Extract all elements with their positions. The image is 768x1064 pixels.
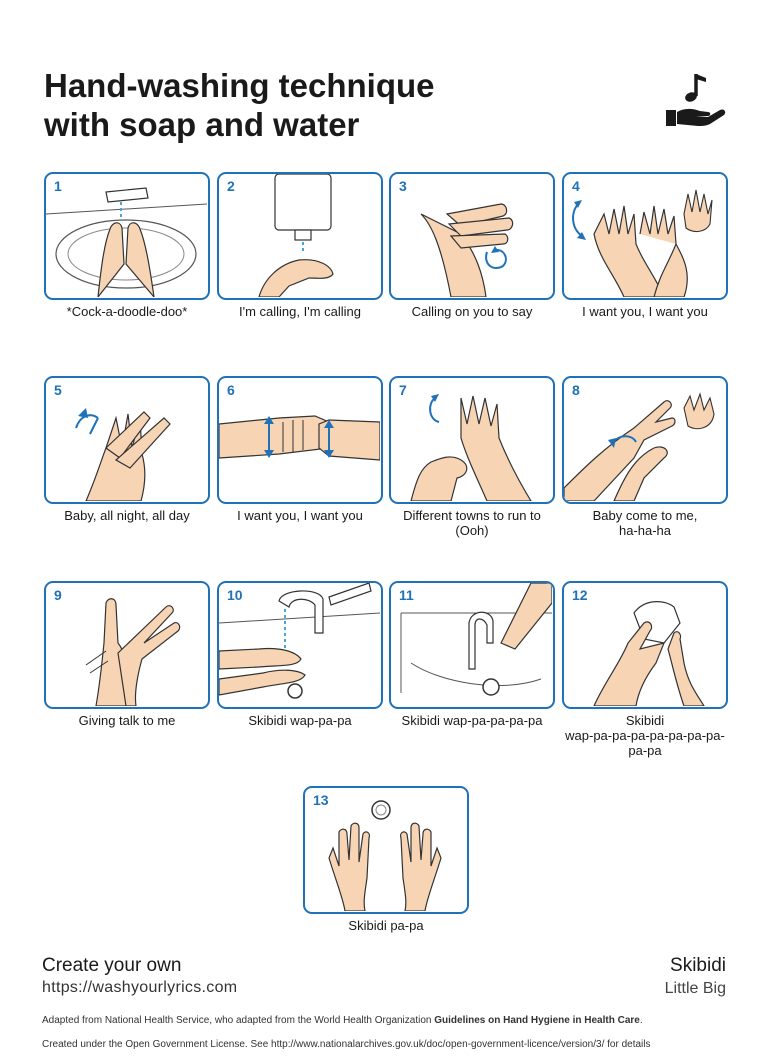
step-number: 11 bbox=[399, 587, 414, 603]
step-caption: Different towns to run to (Ooh) bbox=[403, 508, 541, 538]
interlocked-fingers-illustration bbox=[219, 415, 380, 461]
step-number: 9 bbox=[54, 587, 62, 603]
step-number: 1 bbox=[54, 178, 62, 194]
step-caption: Skibidi wap-pa-pa-pa-pa-pa-pa-pa-pa-pa bbox=[565, 713, 725, 758]
step-caption: Skibidi wap-pa-pa bbox=[248, 713, 352, 728]
rub-thumbs-illustration bbox=[410, 394, 532, 501]
step-number: 6 bbox=[227, 382, 235, 398]
step-caption: Giving talk to me bbox=[78, 713, 176, 728]
step-number: 4 bbox=[572, 178, 580, 194]
step-5: 5 Baby, all night, all day bbox=[44, 376, 210, 523]
step-number: 10 bbox=[227, 587, 243, 603]
step-illustration: 6 bbox=[217, 376, 383, 504]
create-your-own-heading: Create your own bbox=[42, 955, 182, 976]
clean-hands-illustration bbox=[328, 800, 442, 911]
step-caption: *Cock-a-doodle-doo* bbox=[66, 304, 188, 319]
step-10: 10 Skibidi wap-pa-pa bbox=[217, 581, 383, 728]
song-title: Skibidi bbox=[670, 955, 726, 976]
fingertips-in-palm-illustration bbox=[564, 392, 715, 501]
step-2: 2 I'm calling, I'm calling bbox=[217, 172, 383, 319]
step-number: 2 bbox=[227, 178, 235, 194]
song-artist: Little Big bbox=[664, 980, 726, 997]
step-number: 7 bbox=[399, 382, 407, 398]
step-number: 12 bbox=[572, 587, 588, 603]
step-illustration: 9 bbox=[44, 581, 210, 709]
step-13: 13 Skibidi pa-pa bbox=[303, 786, 469, 933]
step-number: 8 bbox=[572, 382, 580, 398]
guidelines-title: Guidelines on Hand Hygiene in Health Car… bbox=[434, 1015, 640, 1026]
step-illustration: 8 bbox=[562, 376, 728, 504]
step-illustration: 4 bbox=[562, 172, 728, 300]
step-caption: Baby, all night, all day bbox=[64, 508, 190, 523]
step-illustration: 7 bbox=[389, 376, 555, 504]
rinse-hands-illustration bbox=[85, 598, 181, 706]
rub-palms-illustration bbox=[420, 203, 514, 297]
step-6: 6 I want you, I want you bbox=[217, 376, 383, 523]
soap-dispenser-illustration bbox=[258, 174, 334, 297]
wet-hands-at-tap-illustration bbox=[46, 187, 207, 297]
dry-with-towel-illustration bbox=[593, 601, 705, 706]
step-8: 8 Baby come to me, ha-ha-ha bbox=[562, 376, 728, 538]
step-number: 13 bbox=[313, 792, 329, 808]
interlace-fingers-illustration bbox=[75, 408, 171, 501]
step-4: 4 I want you, I want you bbox=[562, 172, 728, 319]
step-illustration: 13 bbox=[303, 786, 469, 914]
step-caption: Skibidi wap-pa-pa-pa-pa bbox=[401, 713, 543, 728]
turn-off-tap-illustration bbox=[400, 583, 552, 696]
step-caption: I want you, I want you bbox=[582, 304, 708, 319]
step-caption: Calling on you to say bbox=[411, 304, 533, 319]
page-title-line-1: Hand-washing technique bbox=[44, 67, 435, 104]
rinse-under-tap-illustration bbox=[219, 583, 380, 699]
step-caption: Baby come to me, ha-ha-ha bbox=[592, 508, 698, 538]
step-illustration: 1 bbox=[44, 172, 210, 300]
create-your-own-link[interactable]: https://washyourlyrics.com bbox=[42, 979, 238, 996]
step-1: 1 *Cock-a-doodle-doo* bbox=[44, 172, 210, 319]
step-7: 7 Different towns to run to (Ooh) bbox=[389, 376, 555, 538]
page-title-line-2: with soap and water bbox=[44, 106, 360, 143]
step-11: 11 Skibidi wap-pa-pa-pa-pa bbox=[389, 581, 555, 728]
step-illustration: 11 bbox=[389, 581, 555, 709]
license-text: Created under the Open Government Licens… bbox=[42, 1039, 651, 1050]
step-caption: Skibidi pa-pa bbox=[348, 918, 424, 933]
step-3: 3 Calling on you to say bbox=[389, 172, 555, 319]
step-caption: I'm calling, I'm calling bbox=[238, 304, 361, 319]
page-title: Hand-washing technique with soap and wat… bbox=[44, 66, 604, 144]
hand-with-music-note-icon bbox=[666, 74, 726, 126]
step-illustration: 5 bbox=[44, 376, 210, 504]
attribution-text: Adapted from National Health Service, wh… bbox=[42, 1015, 643, 1026]
step-illustration: 3 bbox=[389, 172, 555, 300]
step-9: 9 Giving talk to me bbox=[44, 581, 210, 728]
step-illustration: 10 bbox=[217, 581, 383, 709]
step-caption: I want you, I want you bbox=[237, 508, 363, 523]
back-of-hands-illustration bbox=[572, 189, 713, 297]
step-12: 12 Skibidi wap-pa-pa-pa-pa-pa-pa-pa-pa-p… bbox=[562, 581, 728, 758]
step-illustration: 2 bbox=[217, 172, 383, 300]
step-number: 5 bbox=[54, 382, 62, 398]
step-number: 3 bbox=[399, 178, 407, 194]
step-illustration: 12 bbox=[562, 581, 728, 709]
